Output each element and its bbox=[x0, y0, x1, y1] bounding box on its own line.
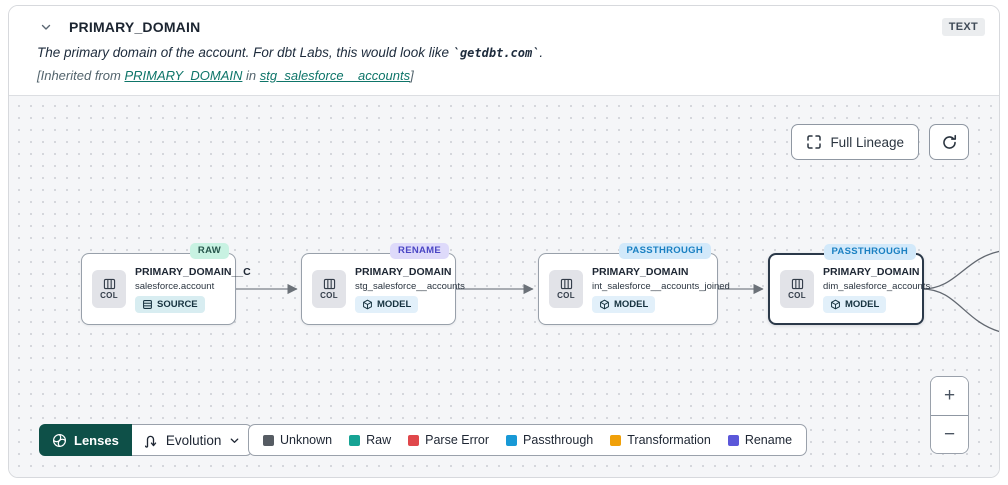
lineage-canvas[interactable]: Full Lineage RAW COL PRIMARY_DOMAIN__C s… bbox=[9, 96, 999, 477]
description-text: The primary domain of the account. For d… bbox=[37, 45, 453, 60]
full-lineage-label: Full Lineage bbox=[830, 134, 904, 150]
status-badge: PASSTHROUGH bbox=[823, 244, 916, 260]
col-label: COL bbox=[788, 291, 806, 300]
fullscreen-icon bbox=[807, 135, 822, 149]
lenses-control: Lenses Evolution bbox=[39, 424, 253, 456]
column-type-badge: TEXT bbox=[941, 18, 985, 36]
node-model-name: int_salesforce__accounts_joined bbox=[592, 280, 730, 292]
legend-label: Passthrough bbox=[523, 433, 594, 447]
inherited-from-line: [Inherited from PRIMARY_DOMAIN in stg_sa… bbox=[37, 68, 985, 83]
legend-item: Transformation bbox=[610, 433, 711, 447]
legend-item: Unknown bbox=[263, 433, 332, 447]
node-model-name: stg_salesforce__accounts bbox=[355, 280, 465, 292]
inherited-prefix: [Inherited from bbox=[37, 68, 125, 83]
node-model-name: dim_salesforce_accounts bbox=[823, 280, 931, 292]
col-label: COL bbox=[320, 291, 338, 300]
lineage-node-source[interactable]: RAW COL PRIMARY_DOMAIN__C salesforce.acc… bbox=[81, 243, 251, 325]
refresh-icon bbox=[942, 134, 956, 149]
inherited-mid: in bbox=[242, 68, 260, 83]
node-kind-label: MODEL bbox=[614, 298, 649, 310]
inherited-column-link[interactable]: PRIMARY_DOMAIN bbox=[124, 68, 243, 83]
status-badge: RENAME bbox=[390, 243, 449, 259]
lineage-node-intermediate[interactable]: PASSTHROUGH COL PRIMARY_DOMAIN int_sales… bbox=[538, 243, 730, 325]
legend-label: Transformation bbox=[627, 433, 711, 447]
column-title: PRIMARY_DOMAIN bbox=[69, 19, 201, 35]
legend-swatch bbox=[506, 434, 518, 446]
node-kind-badge: MODEL bbox=[355, 295, 419, 313]
node-column-name: PRIMARY_DOMAIN bbox=[592, 265, 689, 278]
chevron-down-icon bbox=[231, 437, 239, 443]
legend-label: Rename bbox=[744, 433, 793, 447]
node-column-name: PRIMARY_DOMAIN bbox=[355, 265, 452, 278]
legend-swatch bbox=[727, 434, 739, 446]
node-column-name: PRIMARY_DOMAIN__C bbox=[135, 265, 251, 278]
lens-selected-label: Evolution bbox=[165, 432, 222, 448]
node-column-name: PRIMARY_DOMAIN bbox=[823, 265, 920, 278]
node-kind-badge: SOURCE bbox=[135, 295, 205, 313]
lineage-node-staging[interactable]: RENAME COL PRIMARY_DOMAIN stg_salesforce… bbox=[301, 243, 465, 325]
column-icon: COL bbox=[549, 270, 583, 308]
col-label: COL bbox=[557, 291, 575, 300]
lens-selector-dropdown[interactable]: Evolution bbox=[131, 424, 253, 456]
legend-item: Rename bbox=[727, 433, 793, 447]
zoom-controls: + − bbox=[930, 376, 969, 454]
lenses-button[interactable]: Lenses bbox=[39, 424, 132, 456]
column-lineage-panel: PRIMARY_DOMAIN TEXT The primary domain o… bbox=[8, 5, 1000, 478]
model-cube-icon bbox=[363, 299, 372, 309]
column-icon: COL bbox=[780, 270, 814, 308]
status-badge: RAW bbox=[189, 243, 229, 259]
node-kind-badge: MODEL bbox=[823, 295, 887, 313]
node-model-name: salesforce.account bbox=[135, 280, 215, 292]
legend-item: Parse Error bbox=[408, 433, 489, 447]
zoom-out-button[interactable]: − bbox=[931, 415, 968, 453]
column-icon: COL bbox=[92, 270, 126, 308]
legend-label: Raw bbox=[366, 433, 392, 447]
zoom-in-button[interactable]: + bbox=[931, 377, 968, 415]
column-header: PRIMARY_DOMAIN TEXT The primary domain o… bbox=[9, 6, 999, 96]
node-kind-label: MODEL bbox=[377, 298, 412, 310]
legend-label: Parse Error bbox=[425, 433, 490, 447]
node-kind-label: MODEL bbox=[845, 298, 880, 310]
inherited-suffix: ] bbox=[410, 68, 414, 83]
full-lineage-button[interactable]: Full Lineage bbox=[791, 124, 919, 160]
node-kind-badge: MODEL bbox=[592, 295, 656, 313]
legend-swatch bbox=[349, 434, 361, 446]
lineage-node-dim-selected[interactable]: PASSTHROUGH COL PRIMARY_DOMAIN dim_sales… bbox=[768, 244, 931, 325]
legend-item: Raw bbox=[349, 433, 391, 447]
description-code: `getdbt.com` bbox=[452, 46, 540, 60]
lens-legend: Unknown Raw Parse Error Passthrough Tran… bbox=[248, 424, 808, 456]
legend-swatch bbox=[408, 434, 420, 446]
column-description: The primary domain of the account. For d… bbox=[37, 45, 985, 60]
col-label: COL bbox=[100, 291, 118, 300]
column-icon: COL bbox=[312, 270, 346, 308]
refresh-button[interactable] bbox=[929, 124, 969, 160]
collapse-chevron-icon[interactable] bbox=[37, 18, 55, 36]
legend-swatch bbox=[610, 434, 622, 446]
model-cube-icon bbox=[831, 299, 840, 309]
legend-label: Unknown bbox=[280, 433, 333, 447]
source-icon bbox=[143, 299, 152, 309]
node-kind-label: SOURCE bbox=[157, 298, 198, 310]
inherited-model-link[interactable]: stg_salesforce__accounts bbox=[259, 68, 411, 83]
description-period: . bbox=[539, 45, 544, 60]
legend-swatch bbox=[263, 434, 274, 446]
status-badge: PASSTHROUGH bbox=[618, 243, 711, 259]
legend-item: Passthrough bbox=[506, 433, 593, 447]
model-cube-icon bbox=[600, 299, 609, 309]
evolution-icon bbox=[144, 435, 157, 448]
lenses-label: Lenses bbox=[74, 432, 119, 448]
lenses-aperture-icon bbox=[52, 433, 67, 447]
